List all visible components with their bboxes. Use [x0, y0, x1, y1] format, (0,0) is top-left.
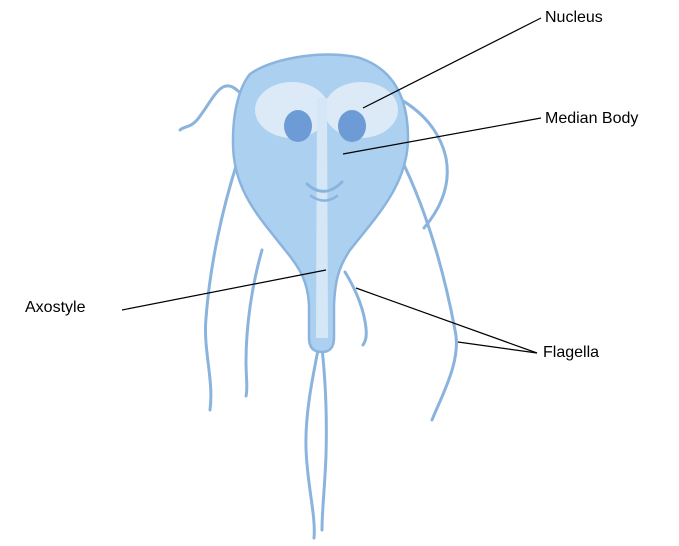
label-nucleus: Nucleus: [545, 9, 603, 27]
label-axostyle: Axostyle: [25, 299, 85, 317]
flagellum-tail-left: [306, 345, 319, 538]
leader-flagella-outer: [458, 342, 537, 353]
flagellum-right-inner: [345, 272, 366, 345]
nucleus-left: [284, 110, 312, 142]
axostyle: [316, 98, 328, 338]
nucleus-right: [338, 110, 366, 142]
label-median-body: Median Body: [545, 110, 638, 128]
label-flagella: Flagella: [543, 344, 599, 362]
flagellum-left-outer: [205, 163, 237, 410]
leader-nucleus: [363, 18, 541, 108]
flagellum-left-inner: [246, 250, 262, 396]
leader-axostyle: [122, 270, 326, 310]
leader-flagella-inner: [356, 288, 537, 353]
flagellum-tail-right: [322, 348, 326, 530]
